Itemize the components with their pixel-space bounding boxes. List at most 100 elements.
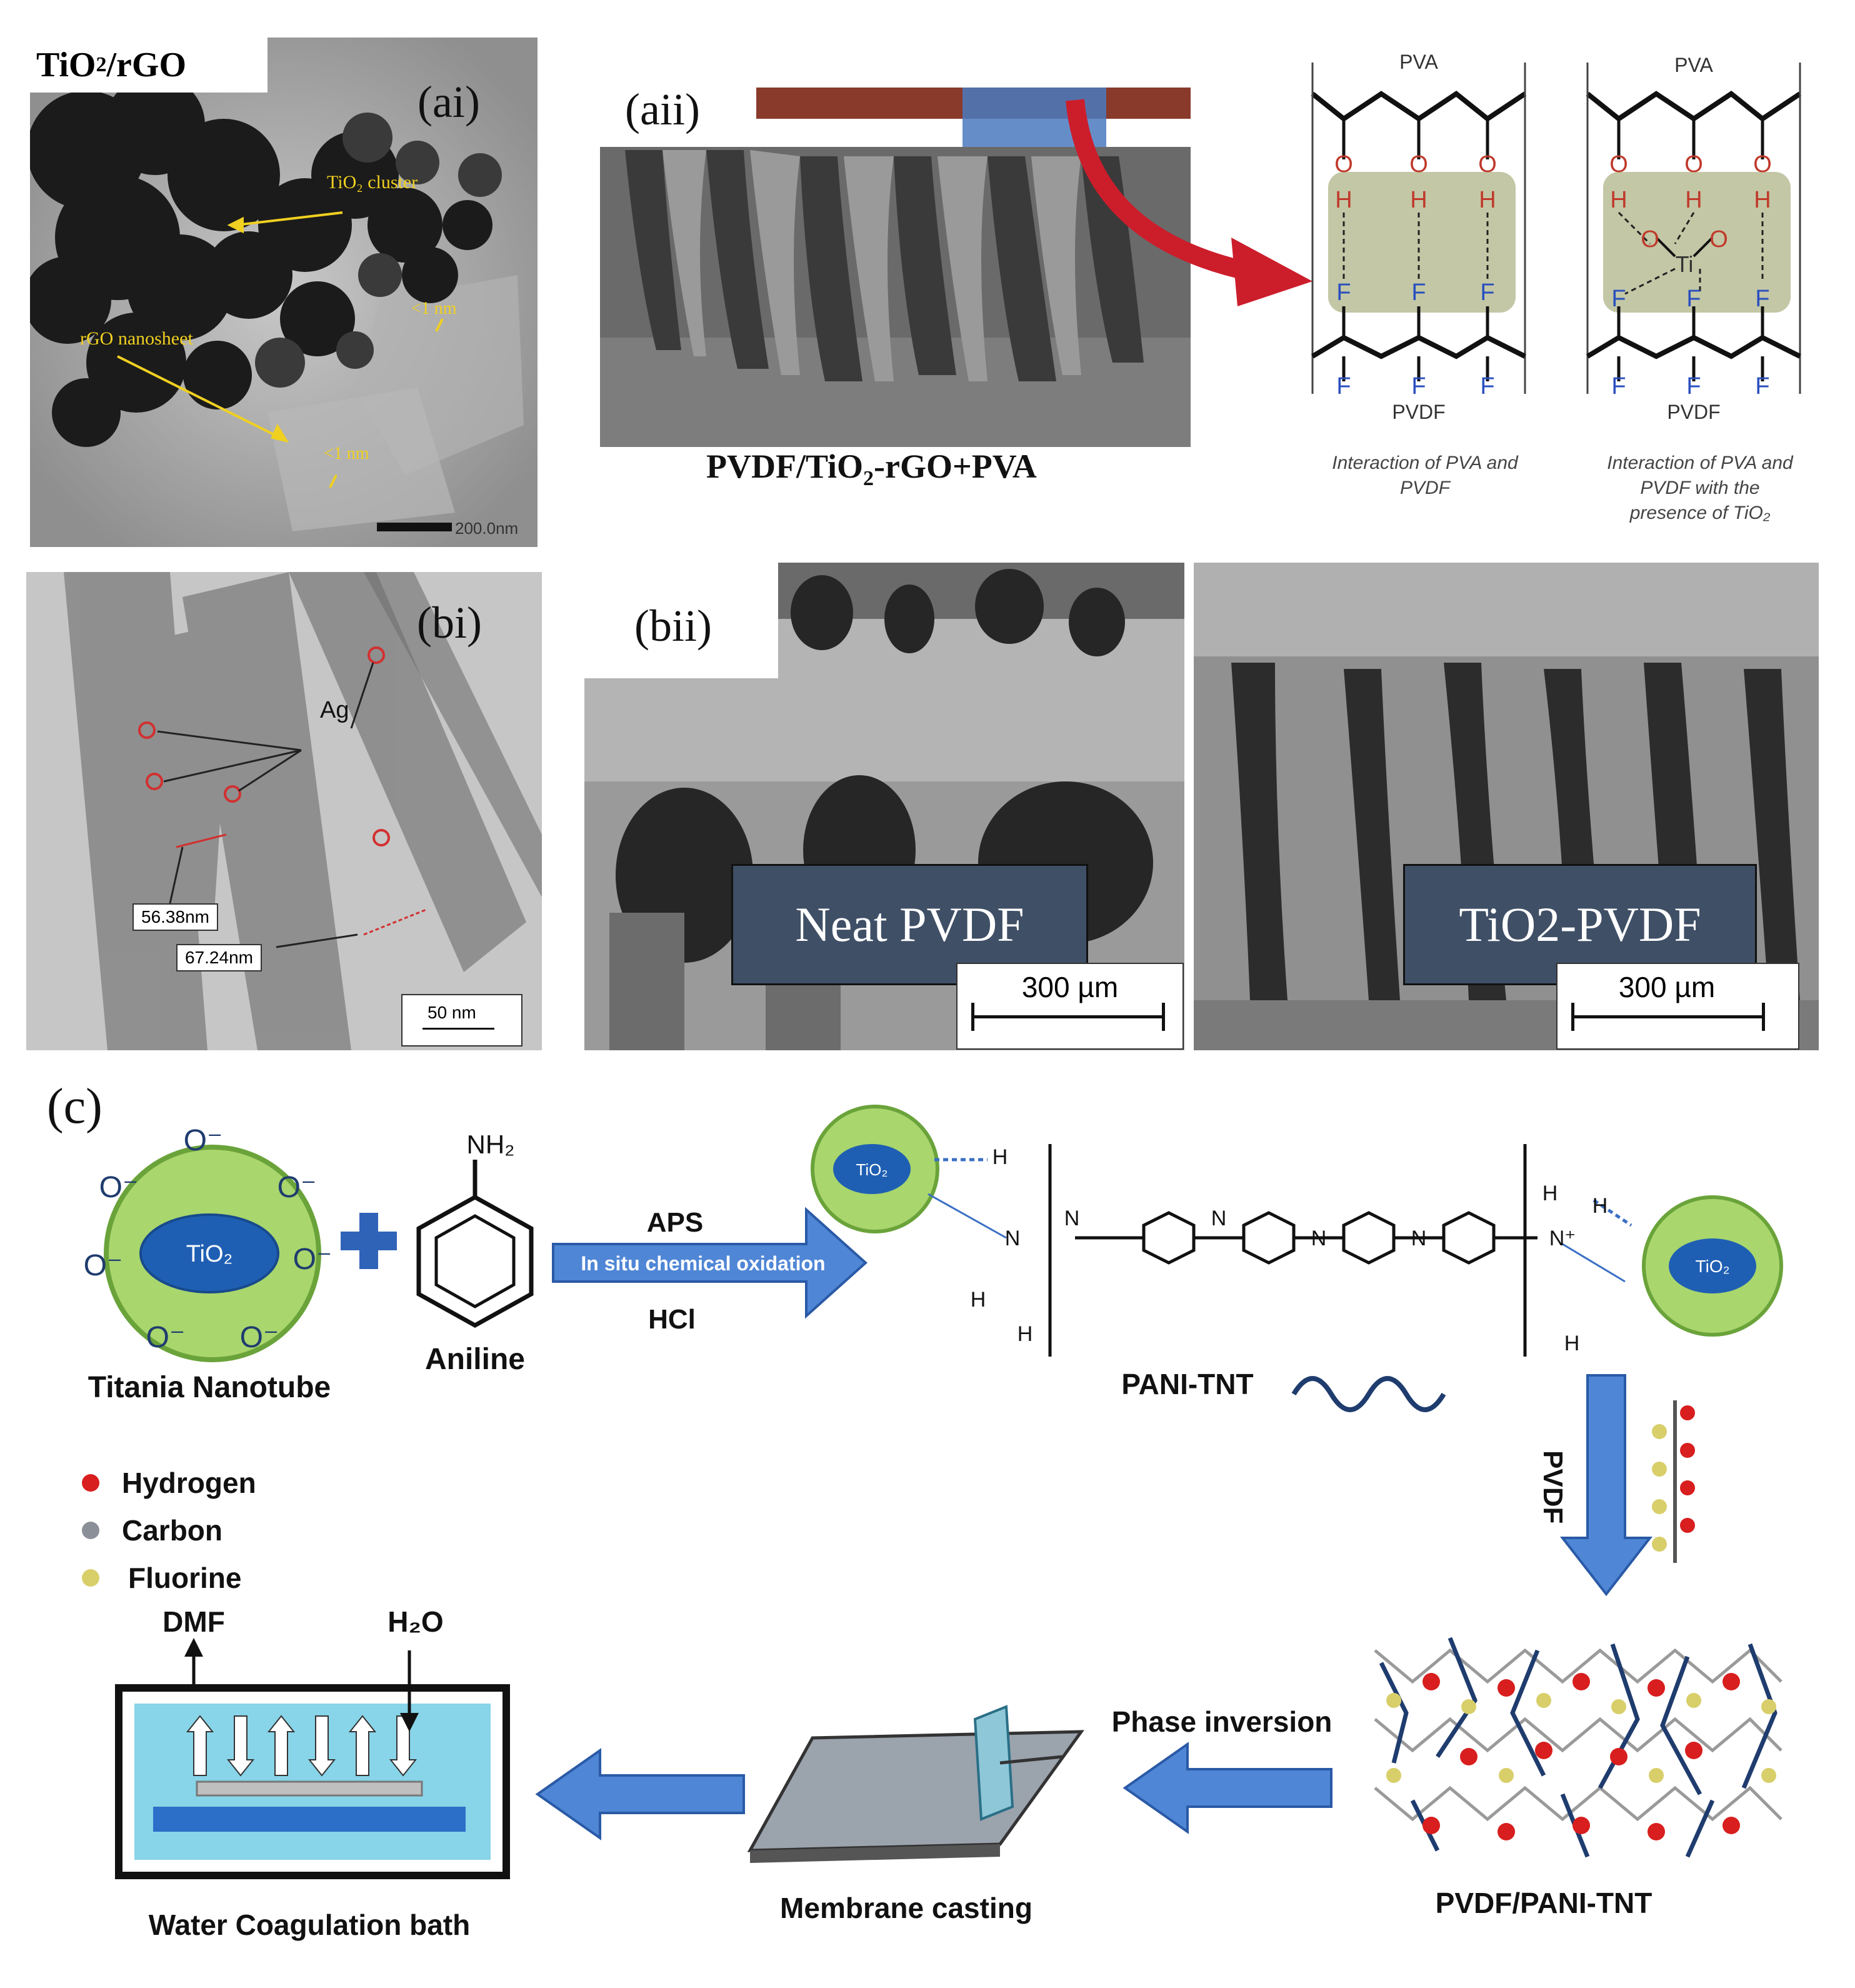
bi-scale-text: 50 nm: [428, 1003, 476, 1022]
bi-measure-2: 67.24nm: [176, 944, 262, 971]
atom-n: N: [1411, 1227, 1427, 1250]
atom-o: O: [1334, 151, 1353, 178]
atom-o: O: [1609, 151, 1628, 178]
bii-scale-left-text: 300 µm: [1021, 971, 1119, 1003]
aniline-structure: NH₂: [416, 1130, 534, 1328]
atom-f: F: [1480, 373, 1494, 399]
pvdf-pani-label: PVDF/PANI-TNT: [1436, 1887, 1652, 1919]
o-minus-label: O⁻: [240, 1321, 279, 1354]
legend-fluorine: Fluorine: [128, 1562, 241, 1594]
o-minus-label: O⁻: [99, 1171, 139, 1204]
caption-left-line2: PVDF: [1400, 478, 1451, 498]
atom-f: F: [1611, 373, 1626, 399]
ai-scale-text: 200.0nm: [455, 519, 519, 538]
pvdf-label-left: PVDF: [1392, 401, 1445, 423]
bii-tag-box: [584, 563, 778, 678]
atom-h: H: [1564, 1332, 1580, 1355]
tio2-core-label: TiO₂: [856, 1160, 888, 1179]
bi-panel-tag: (bi): [417, 598, 482, 648]
tio2-core-label: TiO₂: [186, 1241, 233, 1267]
legend-hydrogen-dot: [82, 1474, 99, 1492]
structure-right: [1586, 63, 1802, 394]
dmf-label: DMF: [162, 1605, 225, 1638]
bath-arrow: [535, 1748, 745, 1840]
panel-bi: (bi) Ag 56.38nm 67.24nm 50 nm: [26, 572, 542, 1050]
atom-o: O: [1641, 226, 1659, 253]
oxidation-label: In situ chemical oxidation: [581, 1252, 825, 1275]
o-minus-label: O⁻: [293, 1243, 332, 1276]
atom-h: H: [1410, 187, 1427, 213]
atom-f: F: [1611, 286, 1626, 312]
atom-f: F: [1686, 373, 1701, 399]
atom-h: H: [992, 1145, 1008, 1169]
bi-scale-box: 50 nm: [401, 994, 522, 1047]
aii-panel-tag: (aii): [625, 88, 700, 134]
atom-h: H: [971, 1288, 986, 1312]
atom-f: F: [1755, 373, 1769, 399]
nh2-label: NH₂: [467, 1130, 515, 1159]
phase-inversion-arrow: [1122, 1742, 1332, 1834]
phase-inversion-label: Phase inversion: [1112, 1705, 1332, 1738]
legend-fluorine-dot: [82, 1569, 99, 1587]
o-minus-label: O⁻: [184, 1124, 223, 1157]
atom-f: F: [1411, 373, 1426, 399]
ai-cluster-label: TiO₂ cluster: [327, 172, 418, 193]
ai-sheet-label: rGO nanosheet: [80, 328, 193, 349]
titania-label: Titania Nanotube: [88, 1371, 331, 1404]
pvdf-label-right: PVDF: [1667, 401, 1720, 423]
legend-carbon-dot: [82, 1522, 99, 1539]
atom-n: N: [1064, 1207, 1080, 1230]
hcl-label: HCl: [648, 1304, 696, 1335]
aii-caption: PVDF/TiO2-rGO+PVA: [706, 448, 1037, 490]
o-minus-label: O⁻: [146, 1321, 186, 1354]
o-minus-label: O⁻: [84, 1249, 123, 1282]
titania-nanotube: TiO₂ O⁻ O⁻ O⁻ O⁻ O⁻ O⁻ O⁻: [84, 1124, 332, 1362]
atom-f: F: [1336, 279, 1351, 306]
membrane-casting-icon: [747, 1705, 1084, 1863]
tio2-core-label: TiO₂: [1696, 1257, 1730, 1276]
ai-panel-tag: (ai): [418, 77, 480, 127]
tnt-sphere-right: TiO₂: [1642, 1195, 1783, 1337]
pva-label-left: PVA: [1399, 51, 1438, 73]
pani-chain: [928, 1144, 1632, 1357]
caption-left-line1: Interaction of PVA and: [1332, 453, 1519, 473]
aniline-label: Aniline: [425, 1343, 525, 1376]
ai-tem-image: [30, 38, 538, 547]
bi-tem-image: [26, 572, 542, 1050]
atom-f: F: [1411, 279, 1426, 306]
c-panel-tag: (c): [47, 1079, 102, 1134]
aps-label: APS: [647, 1207, 703, 1238]
pvdf-chain-icon: [1652, 1400, 1695, 1563]
legend-carbon: Carbon: [122, 1514, 222, 1547]
pvdf-down-arrow: [1559, 1374, 1653, 1597]
atom-h: H: [1592, 1194, 1608, 1218]
caption-right-line2: PVDF with the: [1640, 478, 1759, 498]
atom-h: H: [1685, 187, 1702, 213]
atom-h: H: [1542, 1182, 1558, 1205]
atom-h: H: [1018, 1322, 1033, 1346]
coagulation-bath: [115, 1638, 510, 1879]
bi-ag-label: Ag: [320, 697, 349, 723]
atom-o: O: [1684, 151, 1703, 178]
structure-left: [1311, 63, 1527, 394]
caption-right-line1: Interaction of PVA and: [1607, 453, 1794, 473]
pvdf-pani-network: [1362, 1625, 1788, 1869]
ai-thickness-1: <1 nm: [411, 299, 457, 318]
ai-thickness-2: <1 nm: [324, 444, 369, 463]
atom-h: H: [1754, 187, 1771, 213]
pva-pvdf-structures: PVA PVA PVDF PVDF O O O O O O H H H H H …: [1311, 51, 1802, 523]
atom-n: N: [1005, 1227, 1021, 1250]
atom-n: N: [1211, 1207, 1227, 1230]
atom-h: H: [1479, 187, 1496, 213]
bii-scale-right: 300 µm: [1556, 963, 1799, 1050]
tnt-sphere-left: TiO₂: [811, 1105, 939, 1233]
bath-label: Water Coagulation bath: [149, 1909, 471, 1941]
bii-scale-right-text: 300 µm: [1618, 971, 1716, 1003]
red-curved-arrow: [1066, 99, 1312, 306]
o-minus-label: O⁻: [278, 1171, 317, 1204]
membrane-casting-label: Membrane casting: [780, 1892, 1032, 1924]
atom-o: O: [1478, 151, 1497, 178]
atom-o: O: [1409, 151, 1428, 178]
atom-f: F: [1686, 286, 1701, 312]
